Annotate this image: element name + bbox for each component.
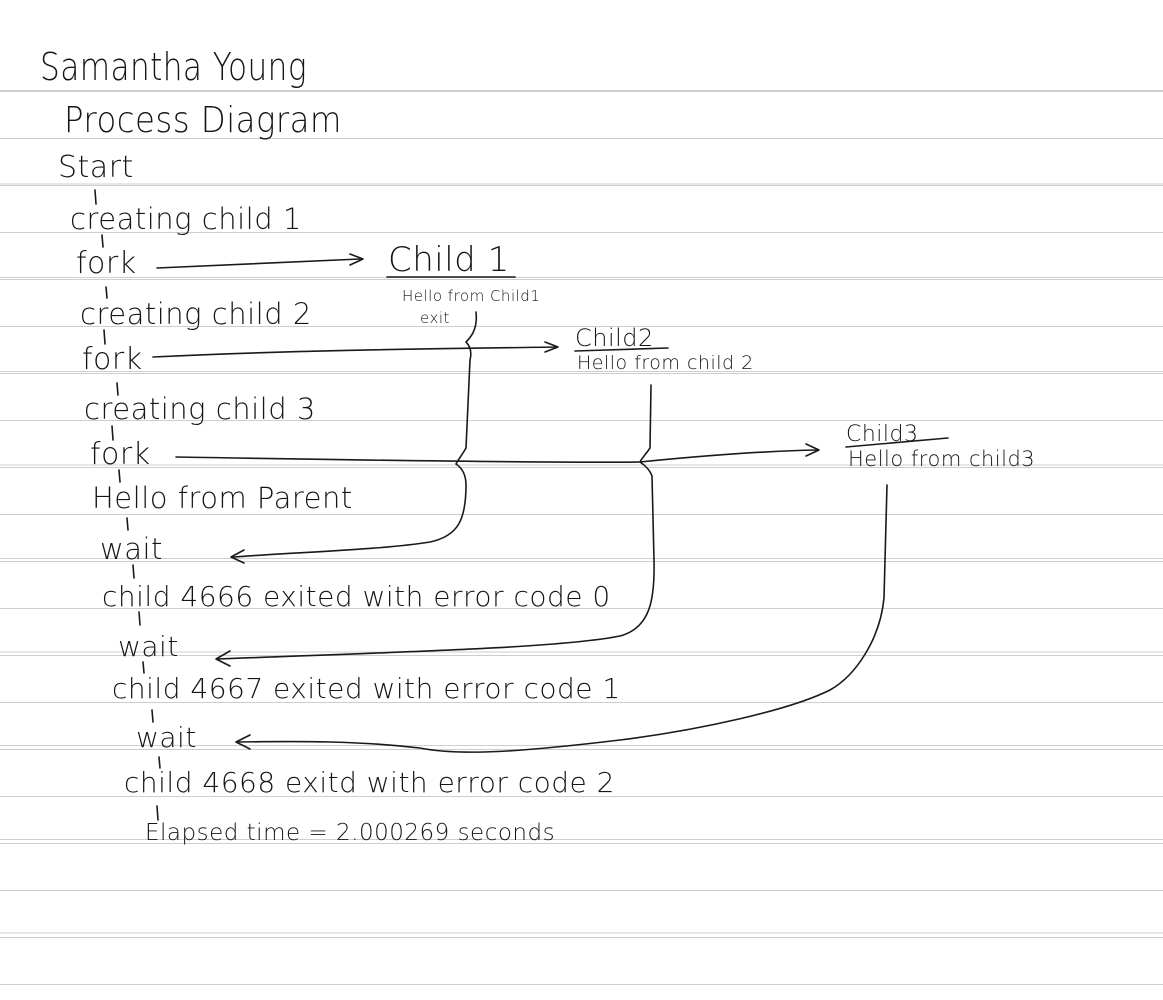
ruled-line xyxy=(0,561,1163,562)
ruled-line xyxy=(0,326,1163,327)
arrowhead xyxy=(349,253,364,266)
arrowhead xyxy=(215,650,231,667)
step-fork2: fork xyxy=(82,342,143,377)
step-wait2: wait xyxy=(118,630,179,663)
ruled-line xyxy=(0,890,1163,891)
child3-title: Child3 xyxy=(846,422,919,447)
ruled-line xyxy=(0,655,1163,656)
child2-return-path xyxy=(217,384,655,660)
step-child-exit3: child 4668 exitd with error code 2 xyxy=(124,766,615,799)
step-child-exit1: child 4666 exited with error code 0 xyxy=(102,580,611,613)
ruled-line xyxy=(0,420,1163,421)
step-creating-child2: creating child 2 xyxy=(80,297,312,331)
ruled-line xyxy=(0,843,1163,844)
flow-tick xyxy=(118,469,121,483)
flow-tick xyxy=(116,382,119,396)
child1-message: Hello from Child1 xyxy=(402,287,541,305)
ruled-line xyxy=(0,749,1163,750)
child1-return-path xyxy=(233,311,478,558)
ruled-line xyxy=(0,279,1163,280)
arrowhead xyxy=(235,734,251,750)
step-elapsed-time: Elapsed time = 2.000269 seconds xyxy=(145,820,556,846)
page-title: Process Diagram xyxy=(64,100,342,141)
child1-exit: exit xyxy=(420,309,450,327)
step-child-exit2: child 4667 exited with error code 1 xyxy=(112,672,621,705)
arrowhead xyxy=(805,443,820,457)
flow-tick xyxy=(132,564,135,579)
flow-tick xyxy=(94,189,97,205)
flow-tick xyxy=(101,234,104,248)
arrowhead xyxy=(230,549,245,564)
flow-tick xyxy=(103,329,106,345)
step-hello-parent: Hello from Parent xyxy=(92,481,353,515)
flow-tick xyxy=(156,805,159,821)
child2-title: Child2 xyxy=(575,324,654,352)
ruled-line xyxy=(0,138,1163,139)
flow-tick xyxy=(138,611,141,626)
step-start: Start xyxy=(58,150,134,185)
ruled-line xyxy=(0,185,1163,186)
ruled-line xyxy=(0,514,1163,515)
child2-message: Hello from child 2 xyxy=(577,352,754,374)
child3-underline xyxy=(845,437,949,448)
flow-tick xyxy=(158,756,161,769)
step-fork1: fork xyxy=(76,246,137,281)
flow-tick xyxy=(111,425,114,441)
ruled-line xyxy=(0,608,1163,609)
flow-tick xyxy=(142,661,145,674)
step-wait3: wait xyxy=(136,721,197,754)
flow-tick xyxy=(105,286,108,299)
child3-return-path xyxy=(237,484,888,753)
step-fork3: fork xyxy=(90,437,151,472)
step-creating-child1: creating child 1 xyxy=(70,202,302,236)
ruled-line xyxy=(0,702,1163,703)
ruled-line xyxy=(0,373,1163,374)
author-name: Samantha Young xyxy=(40,45,307,89)
child3-message: Hello from child3 xyxy=(848,447,1036,471)
ruled-line xyxy=(0,937,1163,938)
child1-title: Child 1 xyxy=(388,240,510,280)
ruled-line xyxy=(0,984,1163,985)
fork-arrow-child3 xyxy=(175,449,819,463)
step-creating-child3: creating child 3 xyxy=(84,392,316,426)
flow-tick xyxy=(126,517,129,531)
fork-arrow-child2 xyxy=(152,346,558,358)
flow-tick xyxy=(151,709,154,723)
ruled-line xyxy=(0,232,1163,233)
ruled-line xyxy=(0,91,1163,92)
ruled-line xyxy=(0,796,1163,797)
arrowhead xyxy=(544,341,559,353)
child2-underline xyxy=(574,347,669,352)
ruled-line xyxy=(0,467,1163,468)
step-wait1: wait xyxy=(100,532,163,566)
fork-arrow-child1 xyxy=(156,258,361,269)
